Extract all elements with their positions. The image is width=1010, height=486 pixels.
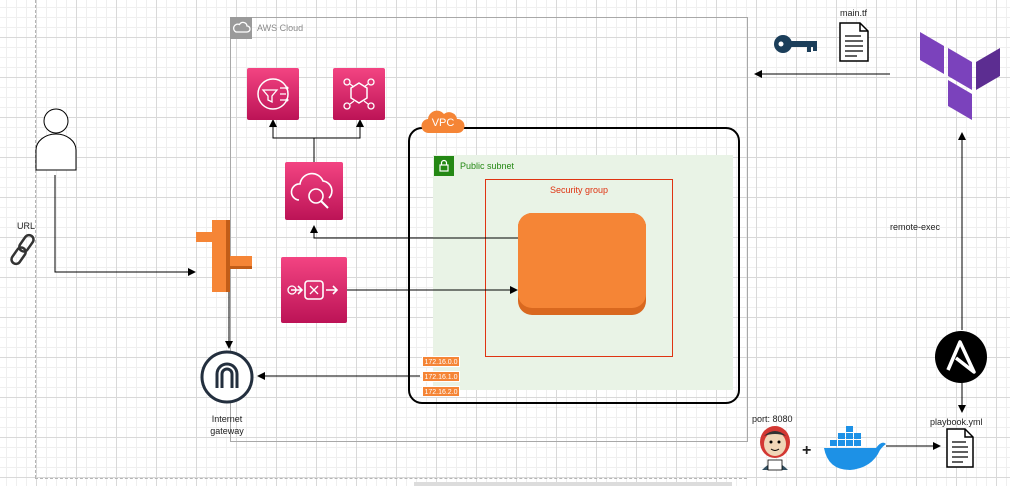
port-label: port: 8080: [752, 414, 793, 424]
sqs-icon[interactable]: [281, 257, 347, 323]
key-icon: [773, 33, 819, 55]
main-tf-document-icon[interactable]: [838, 22, 870, 62]
vpc-badge: VPC: [421, 108, 465, 134]
subnet-label: Public subnet: [460, 161, 515, 171]
aws-cloud-label: AWS Cloud: [257, 23, 304, 33]
url-label: URL: [17, 221, 36, 231]
internet-gateway-icon[interactable]: [200, 350, 254, 404]
playbook-label: playbook.yml: [930, 417, 983, 427]
jenkins-icon[interactable]: [754, 424, 796, 472]
main-tf-label: main.tf: [840, 8, 868, 18]
cidr-tag-1: 172.16.1.0: [422, 371, 460, 382]
aws-cloud-icon: [230, 17, 252, 39]
playbook-document-icon[interactable]: [945, 428, 975, 468]
horizontal-scrollbar[interactable]: [414, 482, 732, 486]
cloudwatch-icon[interactable]: [285, 162, 343, 220]
terraform-icon[interactable]: [920, 30, 1002, 120]
gateway-label-2: gateway: [210, 426, 244, 436]
subnet-lock-icon: [434, 156, 454, 176]
link-icon: [9, 232, 37, 268]
remote-exec-label: remote-exec: [890, 222, 941, 232]
step-functions-icon[interactable]: [333, 68, 385, 120]
cidr-tag-0: 172.16.0.0: [422, 356, 460, 367]
ansible-icon[interactable]: [934, 330, 988, 384]
vpc-badge-text: VPC: [431, 117, 455, 129]
outer-frame-bottom: [35, 478, 747, 479]
security-group[interactable]: [485, 179, 673, 357]
cidr-tag-2: 172.16.2.0: [422, 386, 460, 397]
ec2-instance-top: [518, 213, 646, 308]
vpc-group[interactable]: [408, 127, 740, 404]
gateway-label-1: Internet: [211, 414, 243, 424]
docker-icon[interactable]: [822, 424, 886, 472]
aws-cloud-group[interactable]: [230, 17, 748, 442]
plus-sign: +: [802, 442, 812, 459]
sns-icon[interactable]: [247, 68, 299, 120]
user-icon[interactable]: [34, 106, 78, 172]
security-group-label: Security group: [549, 185, 609, 195]
outer-frame-left: [35, 0, 36, 478]
router-icon[interactable]: [196, 220, 254, 292]
